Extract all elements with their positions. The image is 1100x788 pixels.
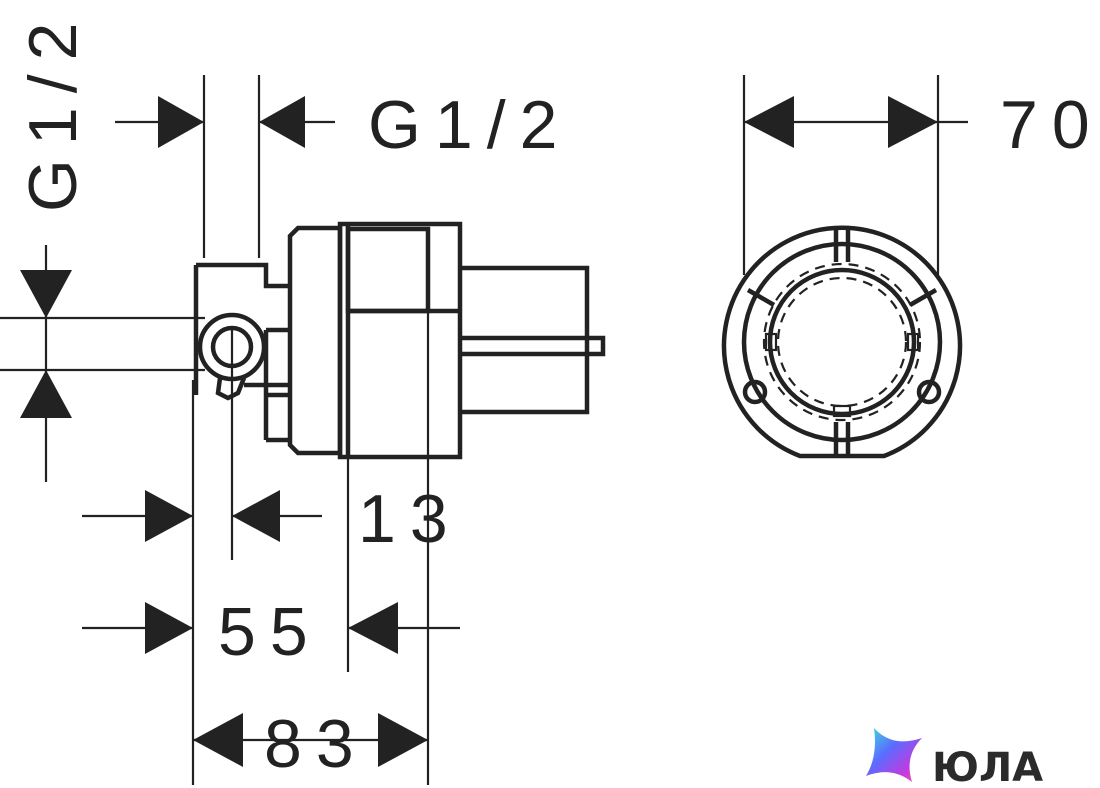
- dimension-top-thread: G1/2: [115, 75, 571, 258]
- thread-top-label: G1/2: [368, 87, 571, 163]
- front-inner-ring: [741, 241, 943, 443]
- front-view: 70: [721, 75, 1100, 459]
- depth-55-label: 55: [218, 594, 322, 670]
- yula-logo: ЮЛА: [866, 728, 1043, 788]
- valve-body: [193, 221, 606, 560]
- star-gradient-icon: [866, 728, 922, 782]
- front-outer-ring: [721, 225, 963, 459]
- diameter-label: 70: [1000, 87, 1100, 163]
- dimension-70: 70: [742, 75, 1100, 275]
- front-screw-right: [916, 379, 942, 405]
- logo-text: ЮЛА: [932, 745, 1043, 788]
- dimension-left-thread: G1/2: [0, 9, 205, 482]
- dimension-offset: [82, 380, 322, 785]
- front-hidden-circle-inner: [776, 276, 908, 408]
- front-hidden-circle-outer: [762, 262, 922, 422]
- depth-83-label: 83: [264, 706, 368, 782]
- front-screw-left: [742, 379, 768, 405]
- front-hub: [767, 267, 917, 417]
- depth-13-label: 13: [358, 481, 462, 557]
- dimension-13: 13: [346, 311, 462, 785]
- dimension-83: 83: [193, 706, 428, 782]
- side-view: G1/2 G1/2: [0, 9, 606, 785]
- dimension-55: 55: [82, 594, 322, 670]
- thread-left-label: G1/2: [15, 9, 91, 212]
